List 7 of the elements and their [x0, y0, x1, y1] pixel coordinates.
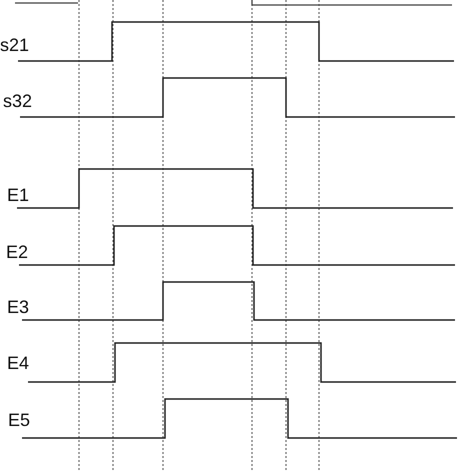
signal-name: E3 — [7, 298, 30, 316]
signal-name: s32 — [3, 92, 32, 110]
signal-name: E4 — [7, 354, 30, 372]
signal-name: E5 — [8, 411, 30, 429]
signal-name: E2 — [6, 243, 28, 261]
signal-name: s21 — [0, 36, 30, 54]
signal-name: E1 — [7, 186, 30, 204]
